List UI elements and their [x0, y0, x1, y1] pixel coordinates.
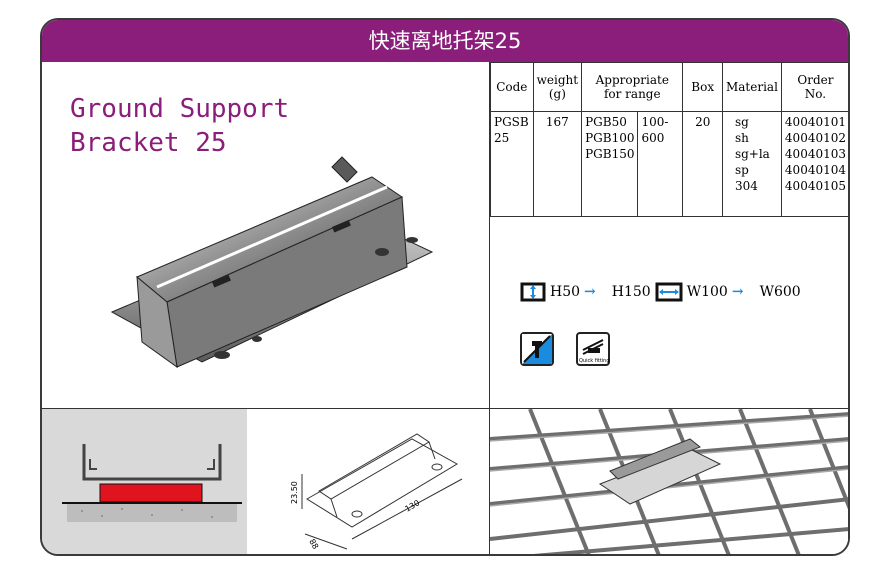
cell-box: 20 [682, 111, 723, 217]
cell-materials: sg sh sg+la sp 304 [721, 111, 782, 217]
col-code: Code [490, 62, 534, 112]
dim-height-label: 23.50 [290, 481, 299, 504]
quick-fitting-label: Quick fitting [579, 358, 610, 364]
cross-section-illustration [62, 444, 242, 522]
installed-photo [490, 409, 848, 554]
col-range: Appropriate for range [581, 62, 684, 112]
table-row: PGSB 25 167 PGB50 PGB100 PGB150 100-600 … [490, 111, 848, 217]
col-order: Order No. [780, 62, 848, 112]
page-title: 快速离地托架25 [42, 20, 848, 62]
no-screw-icon [520, 332, 554, 366]
spec-panel: Code weight (g) Appropriate for range Bo… [490, 62, 848, 409]
col-box: Box [682, 62, 723, 112]
width-min: W100 [686, 284, 728, 300]
height-adjust-icon [520, 282, 546, 302]
height-min: H50 [550, 284, 581, 300]
feature-badges: Quick fitting [520, 332, 610, 366]
cell-order-numbers: 40040101 40040102 40040103 40040104 4004… [780, 111, 848, 217]
cell-range-widths: 100-600 [637, 111, 684, 217]
technical-drawing: 23.50 88 130 [290, 433, 463, 551]
installation-diagram [42, 409, 247, 554]
product-name: Ground Support Bracket 25 [70, 94, 290, 158]
dimension-drawing: 23.50 88 130 [247, 409, 490, 554]
wire-tray-illustration [490, 409, 848, 554]
spec-table: Code weight (g) Appropriate for range Bo… [490, 62, 848, 217]
cell-range-models: PGB50 PGB100 PGB150 [581, 111, 639, 217]
cell-code: PGSB 25 [490, 111, 534, 217]
table-header-row: Code weight (g) Appropriate for range Bo… [490, 62, 848, 112]
product-card: 快速离地托架25 Ground Support Bracket 25 [40, 18, 850, 556]
arrow-right-icon: → [731, 284, 744, 300]
col-material: Material [721, 62, 782, 112]
cell-weight: 167 [532, 111, 583, 217]
dimension-range: H50 → H150 W100 → W600 [520, 282, 801, 302]
bracket-illustration [110, 156, 434, 369]
arrow-right-icon: → [584, 284, 596, 300]
col-weight: weight (g) [532, 62, 583, 112]
dim-width-label: 88 [307, 538, 320, 551]
dim-length-label: 130 [404, 498, 422, 513]
quick-fitting-icon: Quick fitting [576, 332, 610, 366]
height-max: H150 [611, 284, 651, 300]
product-photo-panel: Ground Support Bracket 25 [42, 62, 490, 409]
width-max: W600 [759, 284, 801, 300]
width-adjust-icon [655, 282, 683, 302]
